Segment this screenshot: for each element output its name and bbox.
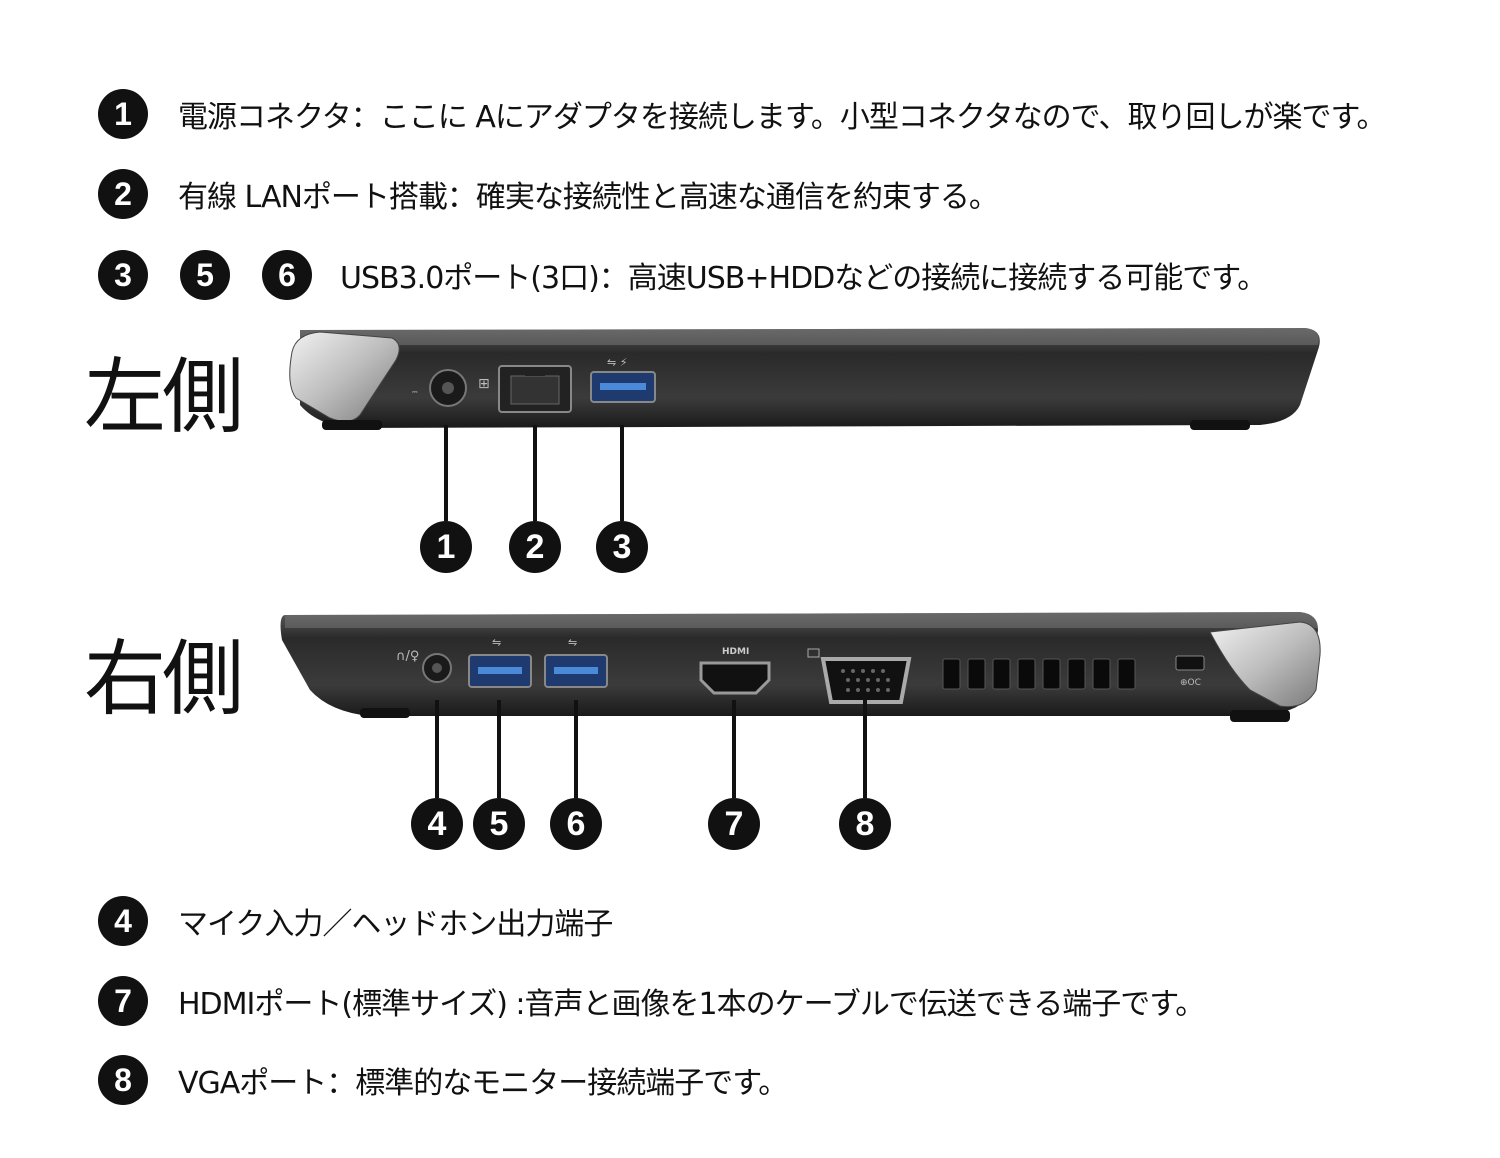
callout-8: 8 (839, 798, 891, 850)
foot (360, 708, 410, 718)
number-badge: 1 (98, 89, 148, 139)
hinge-left (289, 331, 400, 422)
left-side-laptop: ⎓ ⊞ ⇋ ⚡ (289, 328, 1320, 430)
item-description: HDMIポート(標準サイズ) :音声と画像を1本のケーブルで伝送できる端子です。 (178, 987, 1205, 1022)
callout-line (620, 425, 624, 521)
vga-port (820, 657, 912, 704)
item-row-usb: 3 5 6 USB3.0ポート(3口)：高速USB+HDDなどの接続に接続する可… (98, 250, 1267, 300)
item-row-4: 4 マイク入力／ヘッドホン出力端子 (98, 896, 613, 946)
item-description: 有線 LANポート搭載：確実な接続性と高速な通信を約束する。 (178, 180, 999, 215)
callout-6: 6 (550, 798, 602, 850)
number-badge: 6 (262, 250, 312, 300)
air-vents (942, 658, 1136, 690)
number-badge: 3 (98, 250, 148, 300)
callout-line (497, 700, 501, 798)
right-side-label: 右側 (84, 632, 244, 727)
callout-line (732, 700, 736, 798)
usb-icon: ⇋ (492, 636, 501, 649)
callout-line (444, 425, 448, 521)
number-badge: 8 (98, 1055, 148, 1105)
security-lock-slot (1175, 655, 1205, 671)
item-description: マイク入力／ヘッドホン出力端子 (178, 907, 613, 942)
usb-icon: ⇋ ⚡ (607, 356, 627, 369)
dc-in-pin (442, 382, 454, 394)
callout-3: 3 (596, 521, 648, 573)
callout-line (863, 700, 867, 798)
callout-2: 2 (509, 521, 561, 573)
lock-icon: ⊕OC (1180, 678, 1201, 688)
hdmi-logo: HDMI (722, 647, 749, 657)
callout-4: 4 (411, 798, 463, 850)
hinge-right (1209, 621, 1321, 708)
callout-line (435, 700, 439, 798)
foot (1190, 420, 1250, 430)
item-row-2: 2 有線 LANポート搭載：確実な接続性と高速な通信を約束する。 (98, 169, 999, 219)
right-side-laptop: ∩/♀ ⇋ ⇋ HDMI ⊕OC (280, 612, 1321, 722)
callout-line (574, 700, 578, 798)
number-badge: 4 (98, 896, 148, 946)
callout-5: 5 (473, 798, 525, 850)
monitor-icon (807, 648, 820, 658)
number-badge: 2 (98, 169, 148, 219)
foot (322, 420, 382, 430)
headphone-mic-icon: ∩/♀ (396, 649, 419, 664)
item-description: VGAポート：標準的なモニター接続端子です。 (178, 1066, 788, 1101)
network-icon: ⊞ (478, 376, 490, 392)
item-description: 電源コネクタ：ここに Aにアダプタを接続します。小型コネクタなので、取り回しが楽… (178, 100, 1386, 135)
hdmi-port (699, 661, 771, 695)
callout-1: 1 (420, 521, 472, 573)
number-badge: 7 (98, 976, 148, 1026)
foot (1230, 710, 1290, 722)
item-row-8: 8 VGAポート：標準的なモニター接続端子です。 (98, 1055, 788, 1105)
callout-7: 7 (708, 798, 760, 850)
usb-icon: ⇋ (568, 636, 577, 649)
item-row-7: 7 HDMIポート(標準サイズ) :音声と画像を1本のケーブルで伝送できる端子で… (98, 976, 1205, 1026)
dc-in-icon: ⎓ (412, 388, 418, 396)
left-side-label: 左側 (84, 350, 244, 445)
item-row-1: 1 電源コネクタ：ここに Aにアダプタを接続します。小型コネクタなので、取り回し… (98, 89, 1386, 139)
callout-line (533, 425, 537, 521)
number-badge: 5 (180, 250, 230, 300)
item-description: USB3.0ポート(3口)：高速USB+HDDなどの接続に接続する可能です。 (340, 261, 1267, 296)
